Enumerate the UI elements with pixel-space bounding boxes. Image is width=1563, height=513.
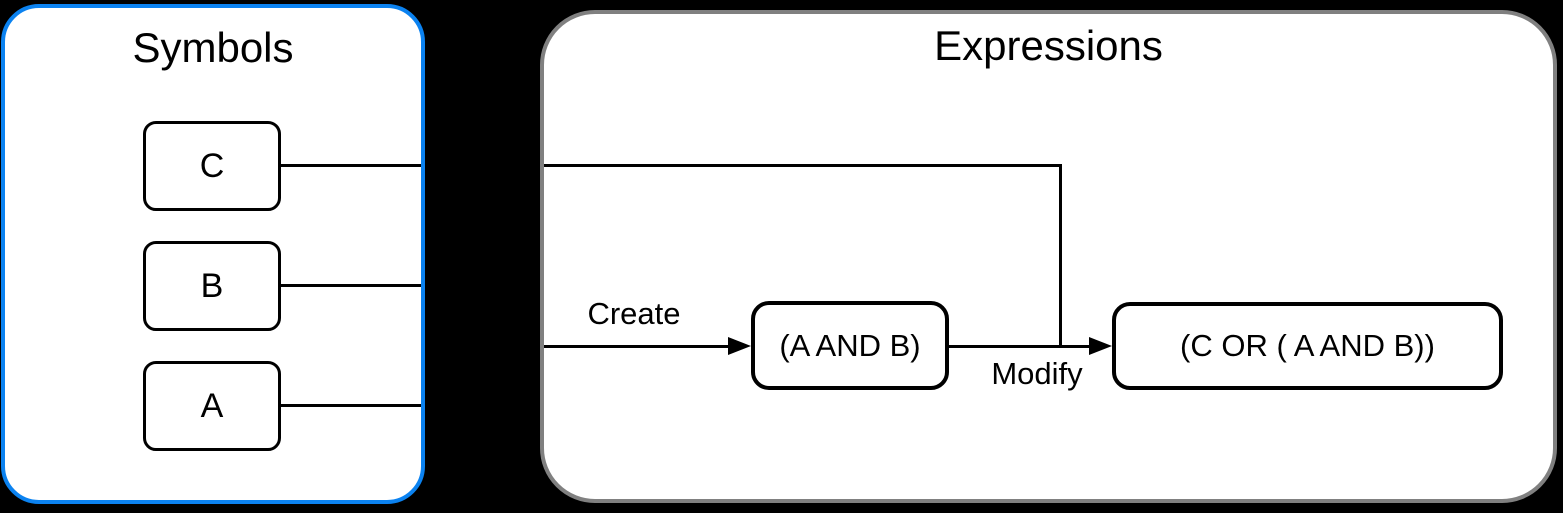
expression-node-a-and-b-label: (A AND B): [779, 327, 921, 363]
symbol-node-b: B: [143, 241, 281, 331]
modify-arrowhead: [1089, 337, 1112, 355]
symbol-node-c: C: [143, 121, 281, 211]
expression-node-c-or-a-and-b: (C OR ( A AND B)): [1112, 302, 1503, 390]
expressions-panel-title: Expressions: [934, 22, 1163, 69]
modify-edge-label: Modify: [991, 356, 1083, 391]
edge-from-a: [281, 404, 421, 407]
edge-create-line: [544, 345, 729, 348]
expression-node-a-and-b: (A AND B): [751, 301, 949, 390]
create-edge-label: Create: [587, 296, 681, 331]
symbols-panel: Symbols C B A: [1, 4, 425, 504]
symbol-node-c-label: C: [199, 146, 225, 185]
edge-from-b: [281, 284, 421, 287]
expressions-panel: Expressions Create (A AND B) Modify (C O…: [540, 10, 1557, 503]
symbol-node-a-label: A: [200, 386, 224, 425]
create-arrowhead: [728, 337, 751, 355]
symbol-node-b-label: B: [200, 266, 224, 305]
edge-modify-line: [949, 345, 1090, 348]
edge-from-c: [281, 164, 421, 167]
expression-node-c-or-a-and-b-label: (C OR ( A AND B)): [1180, 328, 1435, 363]
symbol-node-a: A: [143, 361, 281, 451]
symbols-panel-title: Symbols: [132, 24, 294, 71]
edge-c-horizontal-segment: [544, 164, 1062, 167]
edge-c-vertical-segment: [1059, 164, 1062, 348]
